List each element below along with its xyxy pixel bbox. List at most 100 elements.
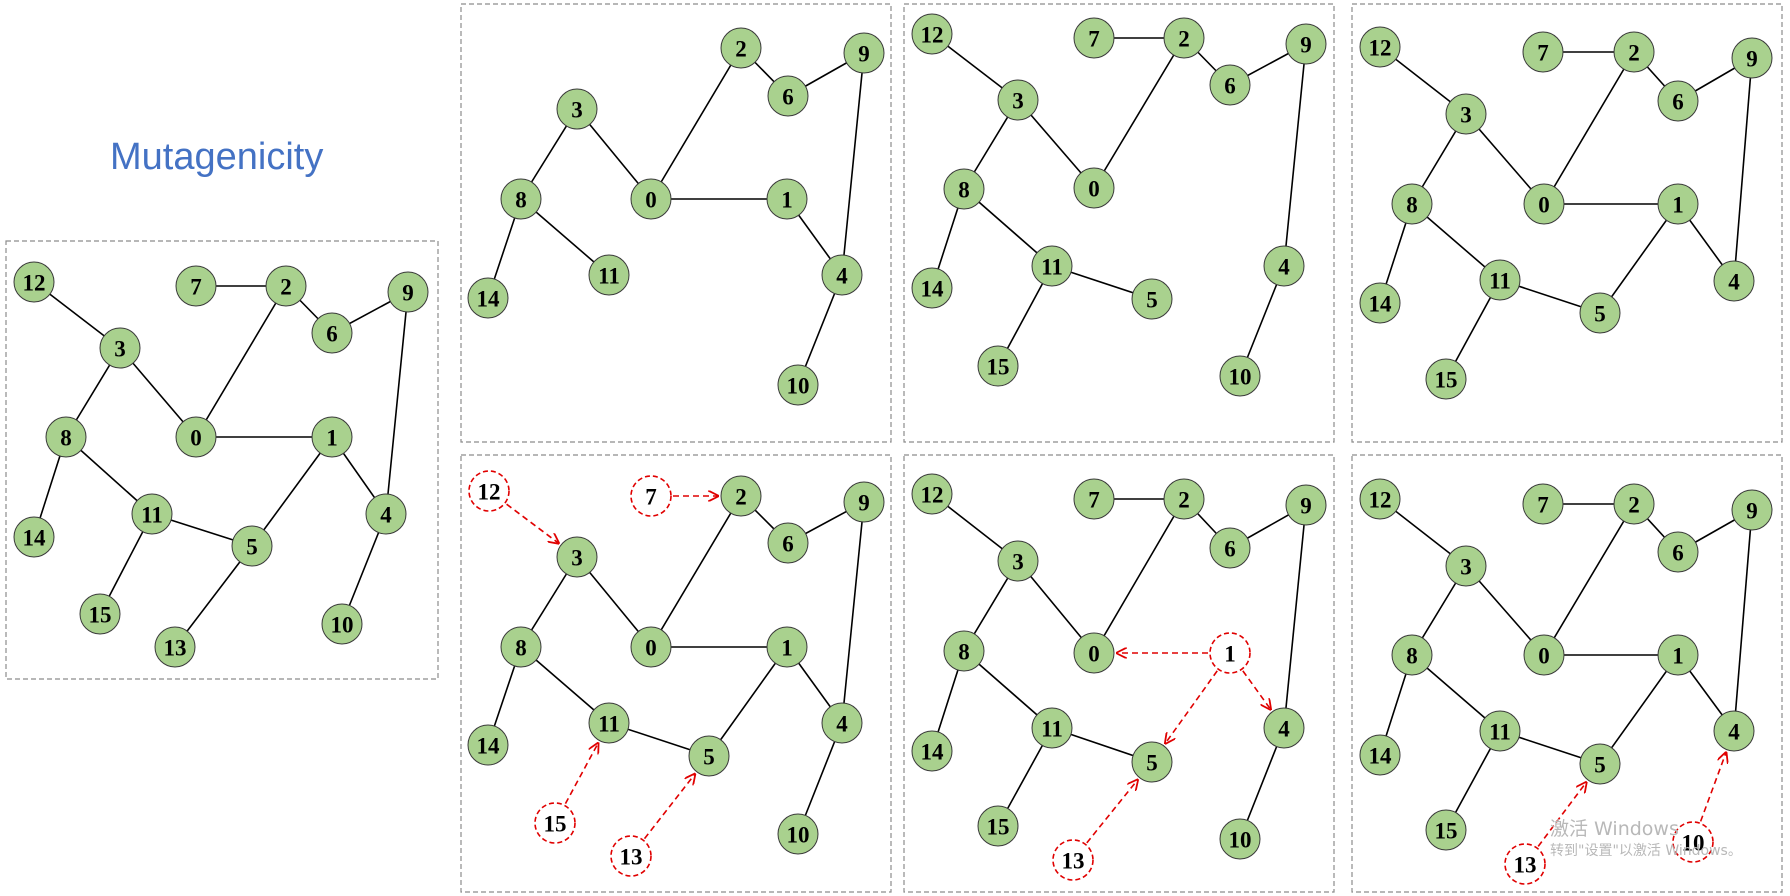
- node-circle: [1523, 183, 1565, 225]
- node-6: 6: [767, 522, 809, 564]
- node-circle: [720, 475, 762, 517]
- node-label: 5: [1594, 302, 1606, 327]
- node-label: 15: [987, 355, 1010, 380]
- node-circle: [365, 493, 407, 535]
- node-circle: [1445, 545, 1487, 587]
- node-circle: [1657, 531, 1699, 573]
- node-label: 1: [781, 188, 793, 213]
- node-label: 9: [858, 491, 870, 516]
- node-circle: [1285, 484, 1327, 526]
- node-circle: [1052, 839, 1094, 881]
- edge-9-4: [1283, 43, 1307, 267]
- node-circle: [1425, 358, 1467, 400]
- dashed-arrow-10-4: [1699, 753, 1726, 822]
- node-circle: [1131, 278, 1173, 320]
- watermark-line-1: 激活 Windows: [1550, 818, 1679, 840]
- node-circle: [720, 27, 762, 69]
- node-5: 5: [1579, 743, 1621, 785]
- node-label: 10: [1229, 828, 1252, 853]
- node-label: 7: [645, 485, 657, 510]
- node-circle: [175, 265, 217, 307]
- node-circle: [977, 345, 1019, 387]
- node-label: 2: [280, 275, 292, 300]
- node-label: 15: [89, 603, 112, 628]
- node-2: 2: [265, 265, 307, 307]
- node-3: 3: [99, 327, 141, 369]
- node-circle: [821, 254, 863, 296]
- node-4: 4: [1263, 245, 1305, 287]
- node-circle: [997, 540, 1039, 582]
- node-circle: [1613, 483, 1655, 525]
- node-circle: [943, 630, 985, 672]
- node-0: 0: [1073, 632, 1115, 674]
- node-label: 12: [1369, 36, 1392, 61]
- node-circle: [1359, 478, 1401, 520]
- node-circle: [1657, 80, 1699, 122]
- node-3: 3: [1445, 93, 1487, 135]
- node-label: 3: [1012, 89, 1024, 114]
- dashed-arrow-13-5: [1086, 780, 1138, 844]
- node-label: 0: [190, 426, 202, 451]
- edge-0-2: [650, 47, 742, 200]
- node-4: 4: [365, 493, 407, 535]
- node-circle: [911, 730, 953, 772]
- edge-0-2: [1093, 37, 1185, 189]
- node-label: 8: [1406, 644, 1418, 669]
- edge-9-4: [1733, 57, 1753, 282]
- node-circle: [1479, 259, 1521, 301]
- node-circle: [767, 75, 809, 117]
- node-label: 8: [515, 188, 527, 213]
- node-1: 1: [766, 626, 808, 668]
- node-circle: [1479, 710, 1521, 752]
- node-circle: [588, 254, 630, 296]
- node-circle: [13, 261, 55, 303]
- node-circle: [1263, 707, 1305, 749]
- edge-5-13: [174, 545, 253, 648]
- node-circle: [630, 178, 672, 220]
- node-label: 2: [1178, 488, 1190, 513]
- node-circle: [630, 475, 672, 517]
- node-7: 7: [1522, 31, 1564, 73]
- node-label: 15: [1435, 819, 1458, 844]
- node-label: 2: [1178, 27, 1190, 52]
- node-label: 4: [380, 503, 392, 528]
- node-circle: [387, 271, 429, 313]
- node-label: 2: [1628, 41, 1640, 66]
- node-12: 12: [13, 261, 55, 303]
- node-circle: [154, 626, 196, 668]
- node-5: 5: [1579, 292, 1621, 334]
- node-label: 7: [190, 275, 202, 300]
- node-circle: [1359, 734, 1401, 776]
- node-circle: [311, 416, 353, 458]
- node-3: 3: [997, 540, 1039, 582]
- dashed-arrow-1-4: [1242, 670, 1271, 709]
- node-circle: [1391, 183, 1433, 225]
- node-circle: [1657, 634, 1699, 676]
- node-circle: [1522, 31, 1564, 73]
- node-label: 14: [921, 740, 945, 765]
- node-label: 12: [1369, 488, 1392, 513]
- node-circle: [1731, 489, 1773, 531]
- node-label: 6: [1672, 541, 1684, 566]
- node-6: 6: [311, 312, 353, 354]
- node-5: 5: [1131, 278, 1173, 320]
- node-circle: [1522, 483, 1564, 525]
- node-label: 6: [1224, 537, 1236, 562]
- node-1: 1: [766, 178, 808, 220]
- node-label: 14: [477, 287, 501, 312]
- node-circle: [1031, 245, 1073, 287]
- panel-frame: [903, 3, 1335, 443]
- node-circle: [766, 178, 808, 220]
- node-5: 5: [231, 525, 273, 567]
- dashed-arrow-1-5: [1165, 670, 1218, 743]
- node-label: 5: [1594, 753, 1606, 778]
- panel-frame: [460, 454, 892, 893]
- node-circle: [500, 178, 542, 220]
- node-label: 8: [1406, 193, 1418, 218]
- node-13: 13: [154, 626, 196, 668]
- node-8: 8: [45, 416, 87, 458]
- node-label: 8: [515, 636, 527, 661]
- node-14: 14: [13, 516, 55, 558]
- node-label: 9: [402, 281, 414, 306]
- node-label: 11: [1489, 269, 1511, 294]
